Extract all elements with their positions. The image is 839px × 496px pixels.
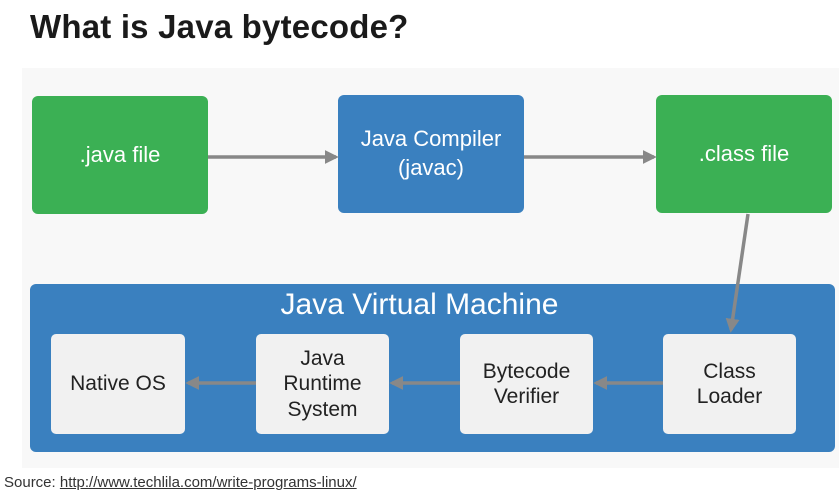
page-title: What is Java bytecode? <box>30 8 409 45</box>
class-file-node: .class file <box>656 95 832 213</box>
jvm-title: Java Virtual Machine <box>280 288 559 321</box>
native-os-node: Native OS <box>51 334 185 434</box>
source-credit: Source: http://www.techlila.com/write-pr… <box>4 474 357 491</box>
java-compiler-node: Java Compiler (javac) <box>338 95 524 213</box>
java-file-node: .java file <box>32 96 208 214</box>
arrow-class-to-loader <box>725 213 750 333</box>
source-label: Source: <box>4 474 60 491</box>
bytecode-verifier-node: Bytecode Verifier <box>460 334 593 434</box>
source-link[interactable]: http://www.techlila.com/write-programs-l… <box>59 474 357 491</box>
class-loader-node: Class Loader <box>663 334 796 434</box>
runtime-system-node: Java Runtime System <box>256 334 389 434</box>
